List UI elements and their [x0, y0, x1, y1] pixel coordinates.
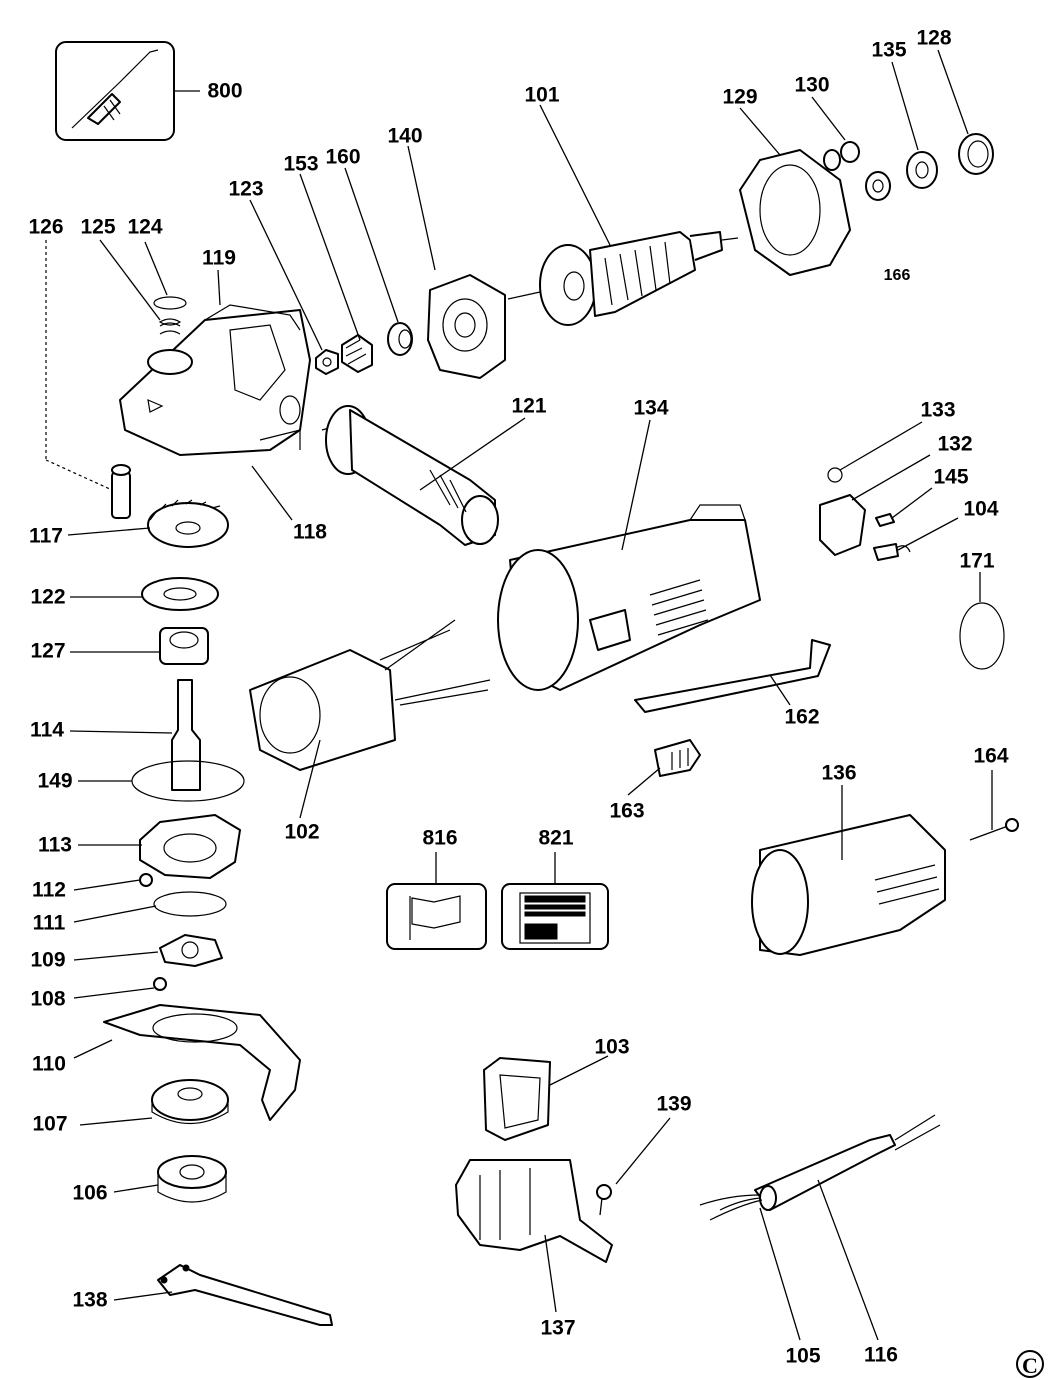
callout-149: 149 [37, 769, 73, 793]
callout-163: 163 [609, 799, 645, 823]
callout-821: 821 [538, 826, 574, 850]
callout-153: 153 [283, 152, 319, 176]
slider-163 [654, 739, 701, 777]
callout-119: 119 [202, 246, 236, 270]
callout-164: 164 [973, 744, 1009, 768]
callout-145: 145 [933, 465, 969, 489]
gear-housing-119 [119, 304, 311, 456]
callout-122: 122 [30, 585, 66, 609]
callout-171: 171 [959, 549, 995, 573]
callout-130: 130 [794, 73, 830, 97]
small-parts-123-153-160 [315, 322, 413, 375]
armature-101 [507, 231, 739, 326]
callout-137: 137 [540, 1316, 576, 1340]
callout-108: 108 [30, 987, 66, 1011]
spindle-assembly [131, 499, 245, 802]
callout-129: 129 [722, 85, 758, 109]
copyright-mark: C [1016, 1350, 1044, 1378]
side-handle-121 [321, 405, 499, 546]
callout-125: 125 [80, 215, 116, 239]
brush-holder-132 [819, 467, 911, 561]
callout-118: 118 [293, 520, 327, 544]
spanner-138 [157, 1264, 333, 1326]
callout-102: 102 [284, 820, 320, 844]
callout-139: 139 [656, 1092, 692, 1116]
callout-107: 107 [32, 1112, 68, 1136]
ring-171 [959, 602, 1005, 670]
callout-126: 126 [28, 215, 64, 239]
bearings-130-135-128-166 [840, 133, 994, 201]
callout-112: 112 [32, 878, 66, 902]
nut-106 [157, 1155, 227, 1203]
callout-106: 106 [72, 1181, 108, 1205]
callout-166: 166 [883, 267, 911, 284]
callout-114: 114 [30, 718, 64, 742]
callout-138: 138 [72, 1288, 108, 1312]
flange-107 [151, 1079, 229, 1125]
part-821-label [501, 852, 609, 950]
motor-housing-134 [497, 504, 761, 691]
callout-140: 140 [387, 124, 423, 148]
callout-101: 101 [524, 83, 560, 107]
switch-103 [483, 1057, 551, 1141]
switch-rod-162 [634, 639, 831, 713]
wheel-guard-110 [103, 1004, 301, 1121]
callout-124: 124 [127, 215, 163, 239]
callout-128: 128 [916, 26, 952, 50]
callout-110: 110 [32, 1052, 66, 1076]
callout-134: 134 [633, 396, 669, 420]
callout-133: 133 [920, 398, 956, 422]
plate-140 [427, 274, 506, 379]
rear-cover-136 [751, 814, 946, 956]
callout-113: 113 [38, 833, 72, 857]
bearing-housing-129 [739, 149, 851, 276]
screw-164 [969, 818, 1019, 841]
callout-800: 800 [207, 79, 243, 103]
callout-117: 117 [29, 524, 63, 548]
part-800-inset [55, 41, 200, 141]
callout-136: 136 [821, 761, 857, 785]
part-816-label [386, 852, 487, 950]
callout-105: 105 [785, 1344, 821, 1368]
callout-132: 132 [937, 432, 973, 456]
callout-103: 103 [594, 1035, 630, 1059]
callout-104: 104 [963, 497, 999, 521]
callout-816: 816 [422, 826, 458, 850]
cable-guard-116 [699, 1114, 941, 1221]
callout-162: 162 [784, 705, 820, 729]
callout-160: 160 [325, 145, 361, 169]
lock-pin-126 [111, 464, 131, 519]
callout-127: 127 [30, 639, 66, 663]
switch-housing-137 [455, 1159, 613, 1263]
small-parts-112-111-109-108 [139, 873, 227, 991]
screw-139 [596, 1184, 612, 1216]
callout-116: 116 [864, 1343, 898, 1367]
bearing-flange-113 [139, 814, 241, 879]
callout-123: 123 [228, 177, 264, 201]
callout-135: 135 [871, 38, 907, 62]
callout-121: 121 [511, 394, 547, 418]
field-coil-102 [249, 619, 491, 771]
spring-ring-124-125 [153, 296, 187, 335]
callout-111: 111 [32, 911, 66, 935]
leader-lines [45, 49, 993, 1341]
callout-109: 109 [30, 948, 66, 972]
